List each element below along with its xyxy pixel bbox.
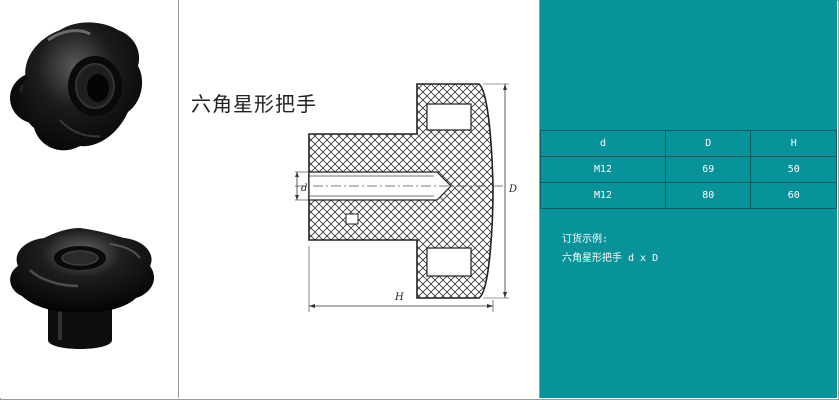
dim-label-D: D bbox=[508, 184, 517, 195]
header-H: H bbox=[750, 130, 837, 157]
knob-photo-bottom bbox=[10, 228, 155, 349]
product-title: 六角星形把手 bbox=[191, 92, 317, 116]
technical-drawing-column: 六角星形把手 d bbox=[179, 0, 540, 398]
knob-photo-top bbox=[10, 22, 143, 151]
spec-table-header: d D H bbox=[540, 130, 837, 157]
spec-table: d D H M12 69 50 M12 80 60 bbox=[540, 130, 837, 209]
product-photos-column bbox=[0, 0, 179, 398]
order-example-text: 六角星形把手 d x D bbox=[562, 253, 659, 264]
cell-D: 69 bbox=[664, 156, 752, 183]
cell-H: 50 bbox=[750, 156, 837, 183]
dim-label-H: H bbox=[394, 292, 404, 303]
table-row: M12 69 50 bbox=[540, 156, 837, 183]
cell-d: M12 bbox=[540, 182, 666, 209]
cell-H: 60 bbox=[750, 182, 837, 209]
header-d: d bbox=[540, 130, 666, 157]
cell-d: M12 bbox=[540, 156, 666, 183]
order-example: 订货示例: 六角星形把手 d x D bbox=[562, 230, 658, 268]
cell-D: 80 bbox=[664, 182, 752, 209]
order-heading: 订货示例: bbox=[562, 234, 609, 245]
cross-section-drawing: d D H bbox=[295, 83, 517, 312]
spec-panel: d D H M12 69 50 M12 80 60 订货示例: 六角星形把手 d… bbox=[540, 0, 837, 398]
table-row: M12 80 60 bbox=[540, 182, 837, 209]
dim-label-d: d bbox=[301, 183, 307, 194]
header-D: D bbox=[664, 130, 752, 157]
